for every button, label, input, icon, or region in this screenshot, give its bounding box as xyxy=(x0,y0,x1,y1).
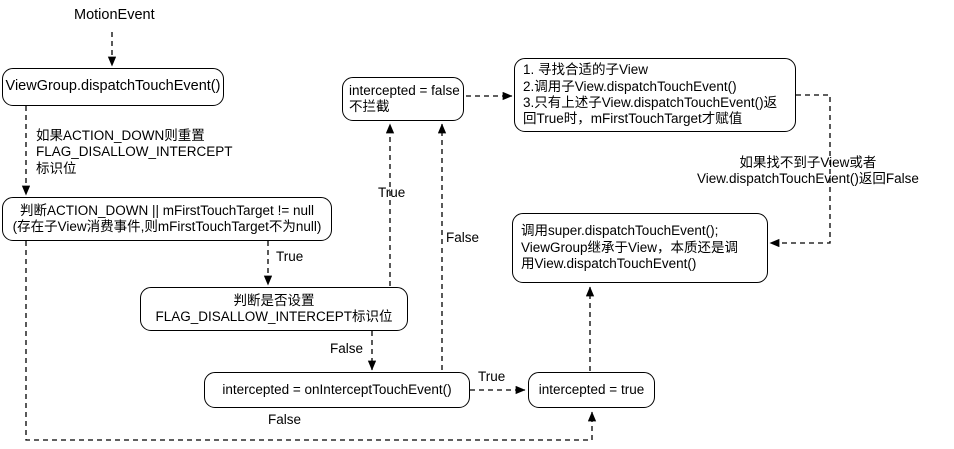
edge-label-disallow-false: False xyxy=(330,341,364,356)
edge-label-disallow-true-up: True xyxy=(378,185,406,200)
node-viewgroup-dispatch-label: ViewGroup.dispatchTouchEvent() xyxy=(5,78,221,95)
node-find-child-steps[interactable]: 1. 寻找合适的子View 2.调用子View.dispatchTouchEve… xyxy=(514,58,796,132)
node-on-intercept-touch-event[interactable]: intercepted = onInterceptTouchEvent() xyxy=(204,372,470,408)
edge-label-reset-flag: 如果ACTION_DOWN则重置 FLAG_DISALLOW_INTERCEPT… xyxy=(36,128,233,176)
node-disallow-intercept-check-label: 判断是否设置 FLAG_DISALLOW_INTERCEPT标识位 xyxy=(155,292,393,324)
edge-actiondown-false-bottom xyxy=(25,241,597,441)
node-super-dispatch-touch-event-label: 调用super.dispatchTouchEvent(); ViewGroup继… xyxy=(521,223,739,272)
node-super-dispatch-touch-event[interactable]: 调用super.dispatchTouchEvent(); ViewGroup继… xyxy=(512,213,768,283)
node-action-down-check-label: 判断ACTION_DOWN || mFirstTouchTarget != nu… xyxy=(12,202,322,234)
node-disallow-intercept-check[interactable]: 判断是否设置 FLAG_DISALLOW_INTERCEPT标识位 xyxy=(140,287,408,331)
node-action-down-check[interactable]: 判断ACTION_DOWN || mFirstTouchTarget != nu… xyxy=(2,197,332,241)
node-intercepted-true[interactable]: intercepted = true xyxy=(528,372,655,408)
entry-label-motionevent: MotionEvent xyxy=(74,7,155,23)
node-find-child-steps-label: 1. 寻找合适的子View 2.调用子View.dispatchTouchEve… xyxy=(523,62,778,127)
node-intercepted-false-label: intercepted = false 不拦截 xyxy=(349,82,460,114)
edge-label-intercept-false-bottom: False xyxy=(268,412,302,427)
node-intercepted-true-label: intercepted = true xyxy=(538,381,645,397)
node-on-intercept-touch-event-label: intercepted = onInterceptTouchEvent() xyxy=(222,381,452,397)
node-viewgroup-dispatch-touch-event[interactable]: ViewGroup.dispatchTouchEvent() xyxy=(2,68,224,106)
edge-label-intercept-true: True xyxy=(478,369,506,384)
node-intercepted-false[interactable]: intercepted = false 不拦截 xyxy=(342,77,464,121)
edge-label-intercept-false-up: False xyxy=(446,230,480,245)
edge-label-child-not-found: 如果找不到子View或者 View.dispatchTouchEvent()返回… xyxy=(697,155,919,187)
edge-label-action-down-true: True xyxy=(276,249,304,264)
